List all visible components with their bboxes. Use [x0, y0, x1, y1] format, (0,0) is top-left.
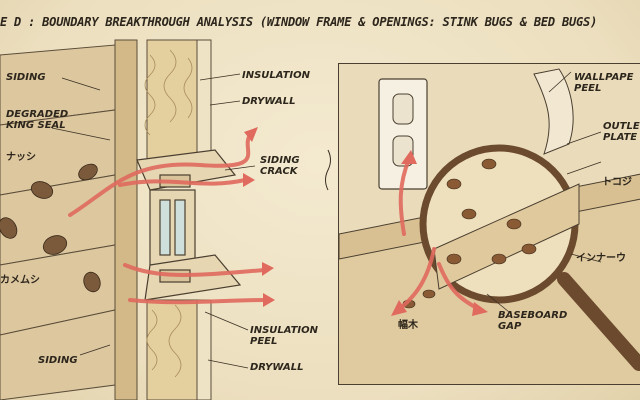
stink-bug [30, 181, 54, 199]
leader-line [204, 311, 249, 331]
leader-line [199, 73, 241, 81]
arrow-head [472, 302, 488, 316]
label-insulation: INSULATION [242, 70, 310, 81]
intrusion-arrow [128, 298, 267, 305]
stink-bug [42, 235, 68, 255]
label-jp-stinkbug-bottom: カメムシ [0, 275, 40, 286]
window-frame-sill [144, 254, 242, 301]
arrow-head [391, 300, 407, 316]
leader-line [566, 161, 602, 175]
insulation-bottom [146, 299, 198, 400]
leader-line [570, 253, 602, 263]
leader-line [207, 359, 249, 369]
arrow-head [262, 262, 274, 276]
bed-bug [461, 208, 477, 220]
magnified-baseboard [433, 183, 580, 290]
bed-bug [481, 158, 497, 170]
arrow-head [243, 173, 255, 187]
intrusion-arrow [123, 263, 267, 277]
insulation-texture [146, 309, 158, 371]
stink-bug [0, 217, 18, 239]
outlet-socket [392, 93, 414, 125]
intrusion-arrow [118, 178, 247, 187]
drywall-top [196, 39, 212, 161]
insulation-texture [168, 304, 182, 378]
label-jp-interior: インナーウ [576, 253, 626, 264]
label-jp-baseboard: 幅木 [398, 320, 418, 331]
arrow-head [244, 127, 258, 142]
leader-line [209, 100, 241, 106]
window-frame-jamb [149, 189, 196, 266]
arrow-head [401, 150, 417, 164]
label-baseboard-gap: BASEBOARD GAP [498, 310, 568, 332]
intrusion-arrow [68, 133, 252, 217]
leader-line [548, 71, 572, 93]
bed-bug [506, 218, 522, 230]
leader-line [79, 344, 111, 356]
intrusion-arrow [397, 247, 436, 311]
bed-bug [446, 178, 462, 190]
intrusion-arrow [398, 157, 411, 236]
label-siding-crack: SIDING CRACK [260, 155, 300, 177]
divider-mark [325, 149, 331, 191]
window-glass [159, 199, 171, 256]
bed-bug [521, 243, 537, 255]
label-drywall-bottom: DRYWALL [250, 362, 304, 373]
magnifier-handle[interactable] [557, 272, 640, 371]
sheathing [114, 39, 138, 400]
label-insulation-peel: INSULATION PEEL [250, 325, 318, 347]
label-drywall-top: DRYWALL [242, 96, 296, 107]
bed-bug [491, 253, 507, 265]
baseboard-illustration [339, 64, 640, 384]
insulation-texture [144, 54, 156, 136]
wallpaper-peel [533, 68, 574, 155]
window-glass [174, 199, 186, 256]
label-siding-bottom: SIDING [38, 355, 78, 366]
label-degraded-seal: DEGRADED KING SEAL [6, 109, 69, 131]
leader-line [224, 165, 256, 171]
baseboard-panel [338, 63, 640, 385]
label-jp-cockroach: トコジ [602, 177, 632, 188]
label-wallpaper-peel: WALLPAPE PEEL [574, 72, 634, 94]
arrow-head [263, 293, 275, 307]
insulation-texture [163, 49, 177, 123]
leader-line [566, 131, 602, 145]
diagram-title: E D : BOUNDARY BREAKTHROUGH ANALYSIS (WI… [0, 15, 598, 29]
label-siding-top: SIDING [6, 72, 46, 83]
leader-line [51, 127, 111, 141]
leader-line [61, 77, 101, 91]
bed-bug [446, 253, 462, 265]
stink-bug [78, 163, 98, 181]
insulation-texture [183, 57, 193, 119]
drywall-bottom [196, 299, 212, 400]
label-jp-stinkbug-top: ナッシ [6, 152, 36, 163]
leader-line [486, 293, 510, 313]
bed-bug [422, 289, 436, 299]
stink-bug [83, 271, 101, 293]
label-outlet-plate: OUTLE PLATE [603, 121, 640, 143]
